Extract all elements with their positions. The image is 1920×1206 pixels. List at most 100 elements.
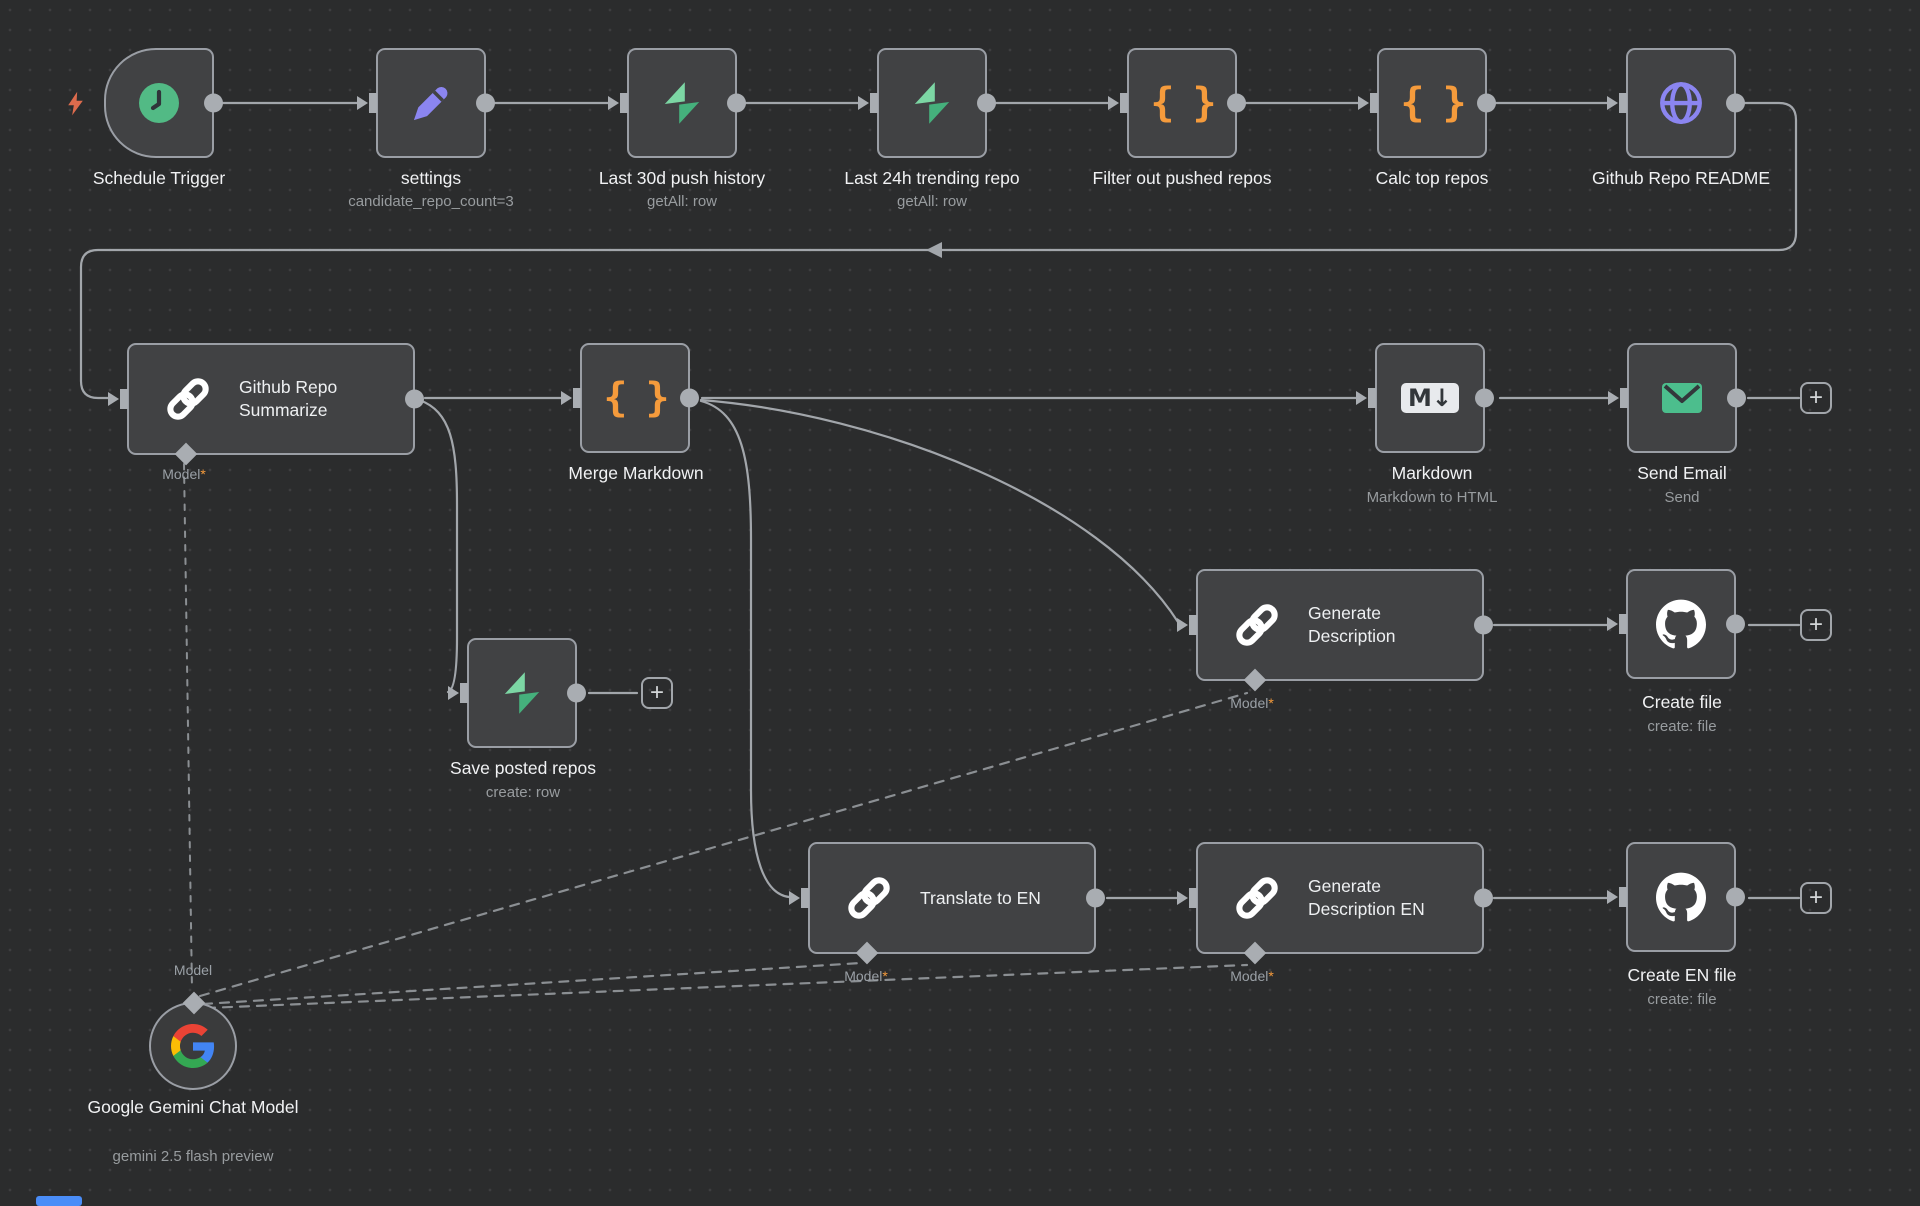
code-braces-icon: { }	[1400, 80, 1466, 126]
node-translate-to-en[interactable]: Translate to EN	[801, 842, 1105, 965]
github-icon	[1656, 599, 1706, 649]
output-port[interactable]	[204, 93, 223, 113]
input-port[interactable]	[460, 683, 468, 703]
globe-icon	[1660, 82, 1702, 124]
input-port[interactable]	[1370, 93, 1378, 113]
node-sublabel: gemini 2.5 flash preview	[112, 1148, 274, 1165]
add-node-button[interactable]: +	[1800, 382, 1832, 414]
node-sublabel: create: file	[1647, 991, 1717, 1008]
input-port[interactable]	[1619, 614, 1627, 634]
chain-icon	[167, 378, 209, 420]
node-filter-out-pushed-repos[interactable]: { }	[1120, 48, 1246, 158]
input-port[interactable]	[1120, 93, 1128, 113]
node-label: Github Repo README	[1592, 168, 1770, 188]
add-node-button[interactable]: +	[1800, 609, 1832, 641]
input-port[interactable]	[1189, 888, 1197, 908]
output-port[interactable]	[1227, 93, 1246, 113]
output-port[interactable]	[1726, 614, 1745, 634]
input-port[interactable]	[1189, 615, 1197, 635]
node-label: Google Gemini Chat Model	[87, 1097, 299, 1117]
node-label: settings	[400, 168, 462, 188]
output-port[interactable]	[977, 93, 996, 113]
node-calc-top-repos[interactable]: { }	[1370, 48, 1496, 158]
node-save-posted-repos[interactable]	[460, 638, 586, 748]
output-port[interactable]	[680, 388, 699, 408]
input-port[interactable]	[573, 388, 581, 408]
code-braces-icon: { }	[1150, 80, 1216, 126]
output-port[interactable]	[1727, 388, 1746, 408]
node-github-repo-readme[interactable]	[1619, 48, 1745, 158]
node-label: Schedule Trigger	[92, 168, 226, 188]
output-port[interactable]	[727, 93, 746, 113]
output-port[interactable]	[1474, 615, 1493, 635]
trigger-lightning-icon	[68, 91, 83, 116]
google-g-icon	[171, 1024, 215, 1068]
supabase-icon	[504, 672, 540, 714]
node-label: Calc top repos	[1375, 168, 1489, 188]
markdown-icon: M↓	[1401, 383, 1459, 413]
node-sublabel: candidate_repo_count=3	[348, 193, 514, 210]
node-sublabel: create: row	[485, 784, 561, 801]
supabase-icon	[664, 82, 700, 124]
output-port[interactable]	[1726, 93, 1745, 113]
github-icon	[1656, 872, 1706, 922]
node-create-en-file[interactable]	[1619, 842, 1745, 952]
node-google-gemini-chat-model[interactable]	[149, 991, 237, 1090]
node-generate-description-en[interactable]: Generate Description EN	[1189, 842, 1493, 965]
output-port[interactable]	[1477, 93, 1496, 113]
output-port[interactable]	[405, 389, 424, 409]
input-port[interactable]	[120, 389, 128, 409]
pencil-icon	[413, 86, 448, 121]
bottom-left-blue-fragment	[36, 1196, 82, 1206]
model-port-label: Model*	[1230, 968, 1274, 984]
gemini-model-port-label: Model	[173, 962, 213, 978]
node-generate-description[interactable]: Generate Description	[1189, 569, 1493, 692]
node-label: Last 24h trending repo	[844, 168, 1020, 188]
node-sublabel: Markdown to HTML	[1366, 489, 1498, 506]
input-port[interactable]	[1620, 388, 1628, 408]
input-port[interactable]	[870, 93, 878, 113]
node-label: Last 30d push history	[598, 168, 766, 188]
node-last-30d-push-history[interactable]	[620, 48, 746, 158]
output-port[interactable]	[476, 93, 495, 113]
model-port-label: Model*	[844, 968, 888, 984]
add-node-button[interactable]: +	[1800, 882, 1832, 914]
node-settings[interactable]	[369, 48, 495, 158]
output-port[interactable]	[567, 683, 586, 703]
node-sublabel: Send	[1664, 489, 1700, 506]
node-label: Send Email	[1637, 463, 1727, 483]
supabase-icon	[914, 82, 950, 124]
model-port-label: Model*	[1230, 695, 1274, 711]
input-port[interactable]	[620, 93, 628, 113]
node-label: Merge Markdown	[568, 463, 704, 483]
output-port[interactable]	[1474, 888, 1493, 908]
node-markdown[interactable]: M↓	[1368, 343, 1494, 453]
node-sublabel: getAll: row	[646, 193, 718, 210]
output-port[interactable]	[1086, 888, 1105, 908]
node-sublabel: create: file	[1647, 718, 1717, 735]
node-merge-markdown[interactable]: { }	[573, 343, 699, 453]
node-label: Create file	[1642, 692, 1722, 712]
input-port[interactable]	[369, 93, 377, 113]
node-title: Translate to EN	[920, 887, 1041, 908]
node-last-24h-trending-repo[interactable]	[870, 48, 996, 158]
node-create-file[interactable]	[1619, 569, 1745, 679]
code-braces-icon: { }	[603, 375, 669, 421]
clock-icon	[139, 83, 179, 123]
node-label: Filter out pushed repos	[1092, 168, 1272, 188]
output-port[interactable]	[1475, 388, 1494, 408]
input-port[interactable]	[1619, 887, 1627, 907]
envelope-icon	[1662, 383, 1702, 413]
node-github-repo-summarize[interactable]: Github Repo Summarize	[120, 343, 424, 466]
input-port[interactable]	[801, 888, 809, 908]
input-port[interactable]	[1619, 93, 1627, 113]
input-port[interactable]	[1368, 388, 1376, 408]
add-node-button[interactable]: +	[641, 677, 673, 709]
model-port-label: Model*	[162, 466, 206, 482]
chain-icon	[848, 877, 890, 919]
output-port[interactable]	[1726, 887, 1745, 907]
node-schedule-trigger[interactable]	[104, 48, 223, 158]
node-label: Save posted repos	[450, 758, 596, 778]
node-send-email[interactable]	[1620, 343, 1746, 453]
